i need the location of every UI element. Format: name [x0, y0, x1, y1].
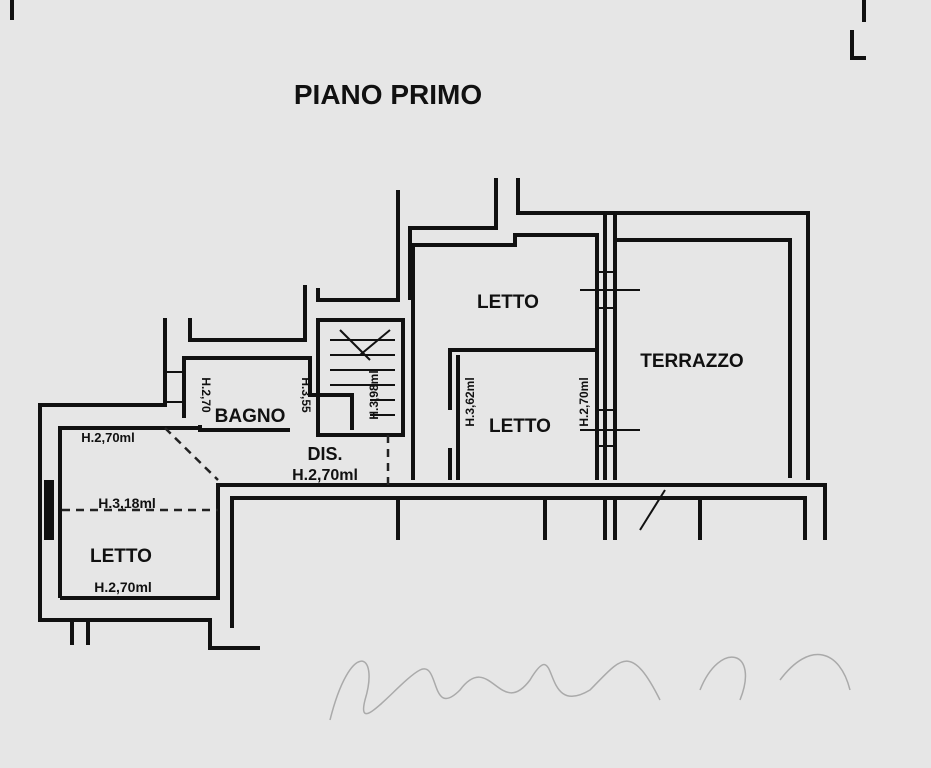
plan-title: PIANO PRIMO [294, 79, 482, 110]
height-letto-mid-right: H.2,70ml [577, 377, 591, 426]
frame-mark [850, 30, 866, 60]
walls [38, 178, 827, 650]
room-dis: DIS. [307, 444, 342, 464]
height-left-bottom: H.2,70ml [94, 579, 152, 595]
height-bagno-right: H.3,55 [299, 377, 313, 413]
height-stair: H.3,98ml [367, 370, 381, 419]
height-left-top: H.2,70ml [81, 430, 134, 445]
height-letto-mid-left: H.3,62ml [463, 377, 477, 426]
dashed-lines [62, 427, 390, 512]
room-letto-left: LETTO [90, 546, 152, 567]
room-terrazzo: TERRAZZO [640, 351, 743, 372]
room-bagno: BAGNO [215, 406, 286, 427]
height-dis: H.2,70ml [292, 467, 358, 484]
signature [329, 653, 851, 721]
room-letto-top: LETTO [477, 292, 539, 313]
room-letto-mid: LETTO [489, 416, 551, 437]
height-left-mid: H.3,18ml [98, 495, 156, 511]
height-bagno-left: H.2,70 [199, 377, 213, 413]
